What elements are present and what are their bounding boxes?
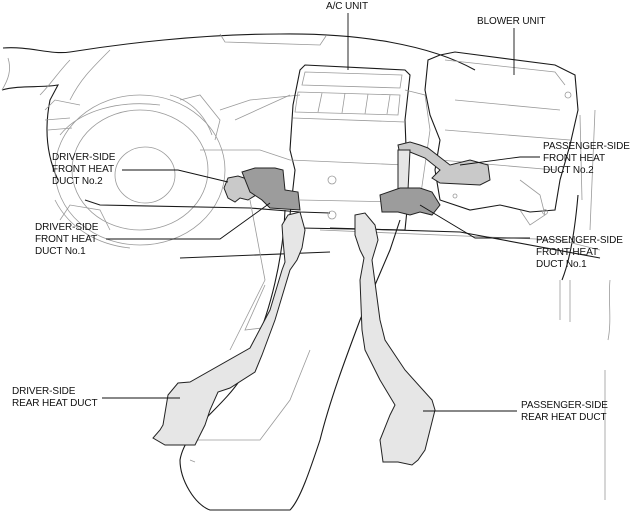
label-line: DUCT No.1 — [35, 246, 86, 257]
leader-driver-front-no2 — [122, 169, 229, 183]
dashboard-outline — [1, 33, 476, 181]
dash-lower-lines — [84, 94, 331, 351]
label-line: FRONT HEAT — [52, 164, 114, 175]
label-blower-unit: BLOWER UNIT — [477, 16, 545, 28]
label-line: PASSENGER-SIDE — [543, 141, 630, 152]
leader-passenger-front-no1 — [419, 204, 530, 239]
label-line: FRONT HEAT — [543, 153, 605, 164]
label-driver-front-heat-duct-no2: DRIVER-SIDE FRONT HEAT DUCT No.2 — [52, 152, 115, 188]
label-line: DUCT No.2 — [543, 165, 594, 176]
label-line: PASSENGER-SIDE — [536, 235, 623, 246]
driver-rear-heat-duct — [152, 211, 306, 446]
label-line: REAR HEAT DUCT — [521, 412, 607, 423]
label-ac-unit: A/C UNIT — [326, 1, 368, 13]
leader-lines — [102, 13, 540, 412]
label-text: BLOWER UNIT — [477, 16, 546, 27]
blower-unit — [424, 51, 596, 281]
leader-passenger-front-no2 — [459, 156, 540, 166]
label-line: DUCT No.2 — [52, 176, 103, 187]
label-passenger-front-heat-duct-no1: PASSENGER-SIDE FRONT HEAT DUCT No.1 — [536, 235, 623, 271]
label-line: FRONT HEAT — [536, 247, 598, 258]
label-line: REAR HEAT DUCT — [12, 398, 98, 409]
leader-driver-front-no1 — [106, 202, 271, 240]
steering-wheel — [44, 94, 226, 249]
label-line: DRIVER-SIDE — [35, 222, 99, 233]
label-line: DRIVER-SIDE — [52, 152, 116, 163]
label-passenger-front-heat-duct-no2: PASSENGER-SIDE FRONT HEAT DUCT No.2 — [543, 141, 630, 177]
label-driver-rear-heat-duct: DRIVER-SIDE REAR HEAT DUCT — [12, 386, 98, 410]
passenger-front-heat-duct-no1 — [379, 187, 441, 216]
label-text: A/C UNIT — [326, 1, 368, 12]
label-line: DUCT No.1 — [536, 259, 587, 270]
label-driver-front-heat-duct-no1: DRIVER-SIDE FRONT HEAT DUCT No.1 — [35, 222, 98, 258]
label-line: DRIVER-SIDE — [12, 386, 76, 397]
passenger-front-heat-duct-no2 — [397, 141, 491, 196]
driver-front-heat-duct-no1 — [241, 167, 301, 211]
label-line: PASSENGER-SIDE — [521, 400, 608, 411]
passenger-rear-heat-duct — [354, 212, 436, 466]
label-line: FRONT HEAT — [35, 234, 97, 245]
label-passenger-rear-heat-duct: PASSENGER-SIDE REAR HEAT DUCT — [521, 400, 608, 424]
